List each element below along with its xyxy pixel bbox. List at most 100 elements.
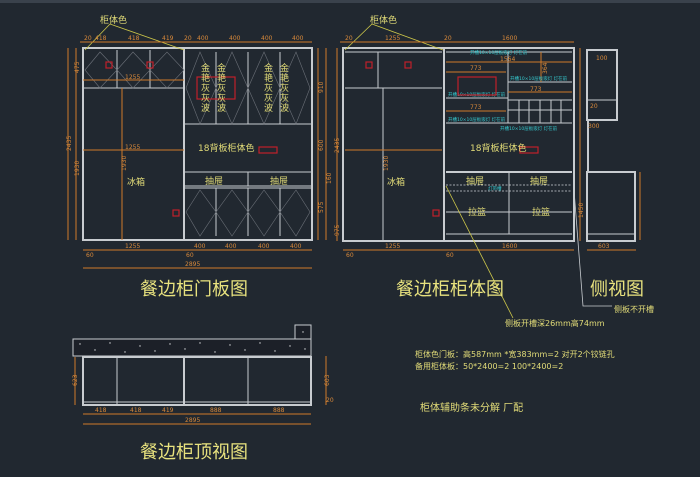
drawing-label: 波 xyxy=(217,102,226,114)
drawing-label: 418 xyxy=(130,407,142,414)
drawing-line xyxy=(229,344,231,346)
drawing-label: 1564 xyxy=(500,56,515,63)
drawing-line xyxy=(586,49,618,121)
top-view-title: 餐边柜顶视图 xyxy=(140,442,248,463)
drawing-label: 419 xyxy=(162,35,174,42)
drawing-label: 2895 xyxy=(185,261,200,268)
drawing-label: 1600 xyxy=(502,243,517,250)
cabinet-body-view: 灯带槽 开槽10×10层板嵌灯 灯在前 开槽10×10层板嵌灯 灯在前 开槽10… xyxy=(334,14,612,319)
drawing-line xyxy=(304,348,306,350)
led-strip-groove xyxy=(446,184,572,192)
side-view-title: 侧视图 xyxy=(590,279,644,300)
drawing-label: 20 xyxy=(184,35,192,42)
handle-marker xyxy=(258,146,278,154)
countertop xyxy=(72,338,312,357)
drawing-label: 灰 xyxy=(217,82,226,94)
drawing-label: 603 xyxy=(324,374,331,386)
drawing-label: 20 xyxy=(345,35,353,42)
door-view-title: 餐边柜门板图 xyxy=(140,279,248,300)
drawing-line xyxy=(199,342,201,344)
drawing-label: 1255 xyxy=(385,35,400,42)
drawing-line xyxy=(185,189,311,237)
drawing-label: 20 xyxy=(444,35,452,42)
drawing-line xyxy=(289,345,291,347)
drawing-label: 888 xyxy=(210,407,222,414)
drawing-label: 1255 xyxy=(125,74,140,81)
drawing-label: 波 xyxy=(264,102,273,114)
drawing-label: 灰 xyxy=(264,92,273,104)
drawing-label: 20 xyxy=(84,35,92,42)
drawing-line xyxy=(518,100,562,123)
drawing-label: 金 xyxy=(264,62,273,74)
groove-note: 侧板开槽深26mm高74mm xyxy=(505,318,605,328)
drawing-label: 抽屉 xyxy=(530,175,548,187)
drawing-line xyxy=(445,185,514,319)
drawing-line xyxy=(259,342,261,344)
drawing-label: 拉篮 xyxy=(532,206,550,218)
drawing-label: 灯带槽 xyxy=(488,185,502,192)
drawing-line xyxy=(586,171,636,242)
note-door-panel: 柜体色门板：高587mm *宽383mm=2 对开2个铰链孔 xyxy=(415,349,615,359)
drawing-label: 1255 xyxy=(125,243,140,250)
handle-marker xyxy=(105,61,113,69)
drawing-label: 400 xyxy=(292,35,304,42)
drawing-label: 1255 xyxy=(125,144,140,151)
drawing-label: 1930 xyxy=(74,161,81,176)
drawing-line xyxy=(84,51,185,89)
drawing-label: 开槽10×10层板嵌灯 灯在前 xyxy=(510,75,568,82)
drawing-line xyxy=(82,356,312,406)
drawing-line xyxy=(109,342,111,344)
drawing-label: 灰 xyxy=(217,92,226,104)
drawing-line xyxy=(79,343,81,345)
drawing-label: 60 xyxy=(186,252,194,259)
drawing-label: 100 xyxy=(596,55,608,62)
drawing-label: 400 xyxy=(290,243,302,250)
drawing-label: 灰 xyxy=(280,92,289,104)
drawing-label: 开槽10×10层板嵌灯 灯在前 xyxy=(470,49,528,56)
drawing-label: 623 xyxy=(72,374,79,386)
drawing-label: 300 xyxy=(588,123,600,130)
drawing-line xyxy=(154,350,156,352)
drawing-line xyxy=(344,23,444,51)
cabinet-color-label: 柜体色 xyxy=(100,14,127,26)
drawing-label: 灰 xyxy=(201,92,210,104)
drawing-label: 2895 xyxy=(185,417,200,424)
drawing-label: 波 xyxy=(201,102,210,114)
drawing-line xyxy=(139,345,141,347)
drawing-label: 475 xyxy=(74,61,81,73)
drawing-label: 773 xyxy=(530,86,542,93)
drawing-label: 20 xyxy=(326,397,334,404)
drawing-line xyxy=(244,349,246,351)
handle-marker xyxy=(432,209,440,217)
drawing-label: 364 xyxy=(542,62,549,74)
drawing-label: 160 xyxy=(326,172,333,184)
drawing-line xyxy=(214,351,216,353)
drawing-label: 艳 xyxy=(201,72,210,84)
drawing-label: 910 xyxy=(318,81,325,93)
drawing-line xyxy=(79,331,306,353)
drawer-label: 抽屉 xyxy=(205,175,223,187)
drawing-line xyxy=(84,23,185,51)
drawing-line xyxy=(184,348,186,350)
note-spare-panel: 备用柜体板：50*2400=2 100*2400=2 xyxy=(415,361,563,371)
handle-marker xyxy=(457,76,497,96)
drawing-label: 开槽10×10层板嵌灯 灯在前 xyxy=(448,116,506,123)
drawing-label: 400 xyxy=(197,35,209,42)
drawing-label: 600 xyxy=(318,139,325,151)
drawing-label: 418 xyxy=(95,35,107,42)
side-view: 603 100 20 300 1450 xyxy=(578,48,641,251)
drawing-label: 400 xyxy=(261,35,273,42)
drawing-label: 灰 xyxy=(201,82,210,94)
handle-marker xyxy=(196,76,236,100)
viewport-top-border xyxy=(0,0,700,3)
drawing-label: 1930 xyxy=(121,156,128,171)
handle-marker xyxy=(365,61,373,69)
drawing-label: 773 xyxy=(470,104,482,111)
drawing-label: 2435 xyxy=(334,138,341,153)
drawing-label: 波 xyxy=(280,102,289,114)
cabinet-color-label: 柜体色 xyxy=(370,14,397,26)
drawing-label: 418 xyxy=(95,407,107,414)
